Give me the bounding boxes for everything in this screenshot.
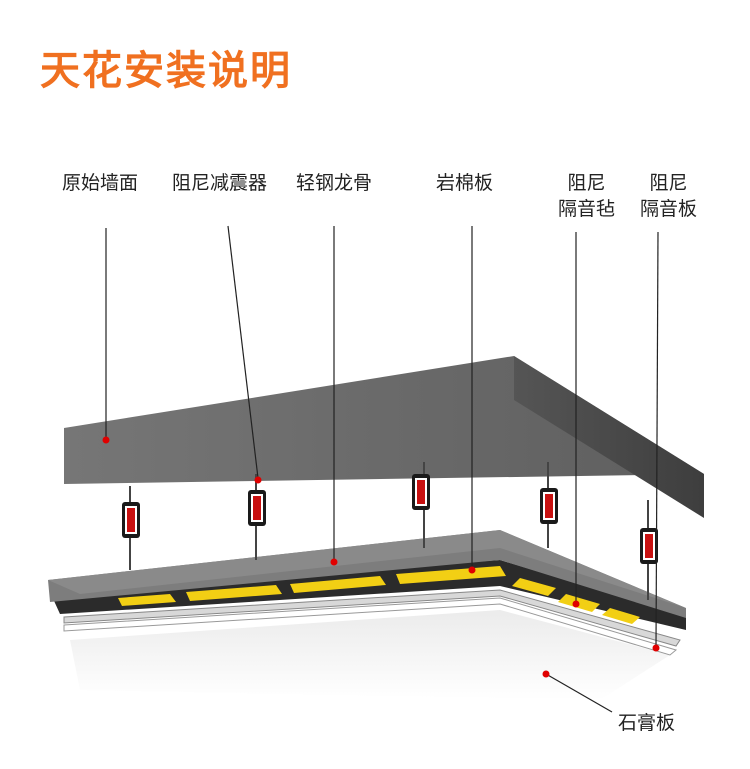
damper-bodies: [122, 474, 658, 564]
leader-lines: [105, 225, 659, 713]
gypsum-board: [70, 610, 670, 700]
label-damping-board: 阻尼 隔音板: [640, 172, 698, 220]
label-wall: 原始墙面: [62, 172, 139, 194]
label-gypsum: 石膏板: [618, 712, 676, 734]
marker-dots: [102, 436, 660, 678]
ceiling-panel: [48, 530, 686, 656]
label-rockwool: 岩棉板: [436, 172, 494, 194]
original-wall: [64, 356, 704, 518]
page-title: 天花安装说明: [40, 48, 292, 94]
label-felt: 阻尼 隔音毡: [558, 172, 616, 220]
label-keel: 轻钢龙骨: [296, 172, 373, 194]
label-damper: 阻尼减震器: [172, 172, 268, 194]
rockwool-strips: [118, 566, 640, 624]
